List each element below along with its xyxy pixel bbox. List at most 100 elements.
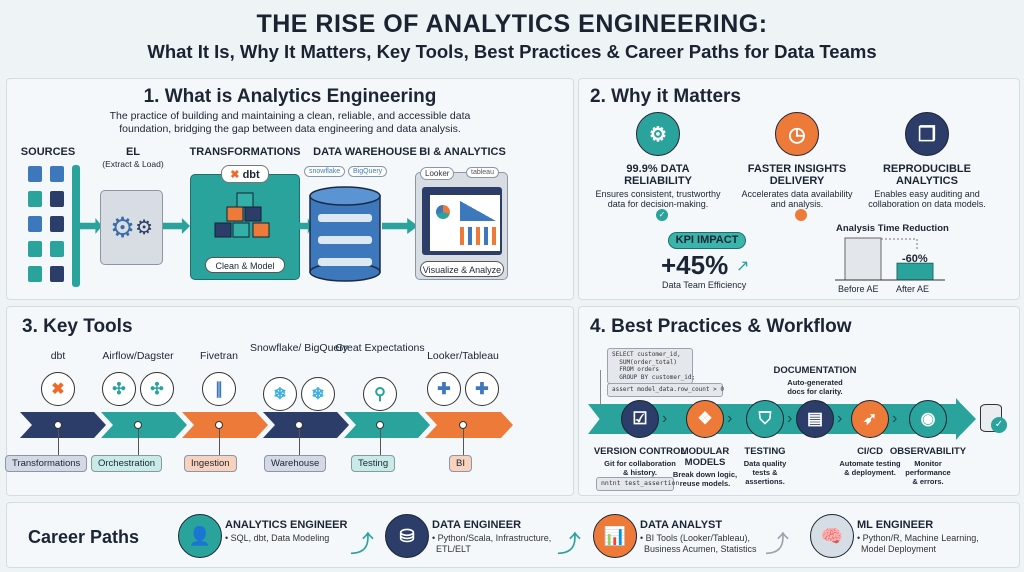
- step-desc: Git for collaboration & history.: [604, 459, 676, 477]
- bi-box: Looker tableau Visualize & Analyze: [415, 167, 508, 280]
- sql-code-snippet: SELECT customer_id, SUM(order_total) FRO…: [607, 348, 695, 384]
- el-label: EL: [125, 146, 141, 158]
- step-title: OBSERVABILITY: [889, 446, 967, 457]
- test-code-snippet: nntnt test_assertion: [596, 477, 679, 491]
- timeline-segment: [182, 412, 268, 438]
- career-skills: • Python/Scala, Infrastructure,: [432, 533, 552, 543]
- pin-line: [219, 429, 220, 455]
- tool-name: Airflow/Dagster: [102, 350, 174, 362]
- visualize-caption: Visualize & Analyze: [420, 261, 504, 277]
- sources-bracket: [72, 165, 80, 287]
- pie-chart-icon: [436, 205, 450, 219]
- source-icon: [28, 216, 42, 232]
- tool-logo-icon: ✚: [427, 372, 461, 406]
- tool-name: Snowflake/ BigQuery: [249, 342, 349, 354]
- tool-name: dbt: [50, 350, 66, 362]
- tool-logo-icon: ✚: [465, 372, 499, 406]
- bar-after-ae: [896, 262, 934, 281]
- eye-icon: ◉: [909, 400, 947, 438]
- transform-box: ✖ dbt Clean & Model: [190, 165, 300, 280]
- dbt-badge: ✖ dbt: [221, 165, 269, 183]
- cubes-icon: [214, 192, 270, 238]
- chevron-right-icon: ›: [837, 410, 843, 427]
- section1-description: The practice of building and maintaining…: [6, 110, 574, 136]
- benefit-desc2: collaboration on data models.: [868, 199, 986, 209]
- step-title: DOCUMENTATION: [773, 365, 857, 376]
- step-desc: Automate testing & deployment.: [839, 459, 901, 477]
- shield-check-icon: ⛉: [746, 400, 784, 438]
- tool-name: Fivetran: [200, 350, 238, 362]
- kpi-value: +45%: [661, 250, 729, 280]
- gears-icon: ⚙⚙: [100, 190, 163, 265]
- curved-arrow-icon: ⤴: [557, 531, 581, 558]
- section3-title: 3. Key Tools: [22, 316, 133, 337]
- x-label-after: After AE: [896, 284, 930, 294]
- career-title: DATA ANALYST: [640, 519, 723, 531]
- source-icon: [50, 166, 64, 182]
- timeline-pin: [54, 421, 62, 429]
- chevron-right-icon: ›: [787, 410, 793, 427]
- database-icon: [309, 186, 381, 282]
- timeline-pin: [215, 421, 223, 429]
- checklist-icon: ☑: [621, 400, 659, 438]
- area-chart-icon: [460, 201, 496, 221]
- timeline-pin: [295, 421, 303, 429]
- source-icon: [28, 191, 42, 207]
- tool-category: Testing: [351, 455, 396, 472]
- benefit-desc1: Enables easy auditing and: [874, 189, 980, 199]
- stopwatch-small-icon: [795, 209, 807, 221]
- section4-title: 4. Best Practices & Workflow: [590, 316, 852, 337]
- pin-line: [138, 429, 139, 455]
- career-skills-2: Model Deployment: [861, 544, 937, 554]
- benefit-title1: 99.9% DATA: [626, 163, 690, 175]
- database-check-icon: ✓: [980, 404, 1007, 433]
- benefit-desc2: and analysis.: [770, 199, 824, 209]
- chevron-right-icon: ›: [892, 410, 898, 427]
- bar-chart-icon: [460, 227, 496, 245]
- section-best-practices: [578, 306, 1020, 496]
- tool-category: Ingestion: [184, 455, 237, 472]
- gear-cycle-icon: ⚙: [636, 112, 680, 156]
- tool-name: Looker/Tableau: [427, 350, 499, 362]
- timeline-segment: [20, 412, 106, 438]
- tool-category: Warehouse: [264, 455, 327, 472]
- person-laptop-icon: 👤: [178, 514, 222, 558]
- step-desc: Auto-generated docs for clarity.: [787, 378, 843, 396]
- source-icon: [28, 166, 42, 182]
- check-icon: ✓: [656, 209, 668, 221]
- chevron-right-icon: ›: [662, 410, 668, 427]
- bigquery-badge: BigQuery: [348, 166, 388, 177]
- chart-title: Analysis Time Reduction: [836, 223, 949, 234]
- bi-label: BI & ANALYTICS: [419, 146, 506, 158]
- section2-title: 2. Why it Matters: [590, 86, 741, 107]
- step-desc: Data quality tests & assertions.: [743, 459, 787, 486]
- step-title: VERSION CONTROL: [593, 446, 687, 457]
- reduction-chart: [835, 237, 945, 281]
- main-title: THE RISE OF ANALYTICS ENGINEERING:: [256, 10, 768, 38]
- tool-category: Orchestration: [91, 455, 163, 472]
- step-title: TESTING: [744, 446, 786, 457]
- benefit-title2: RELIABILITY: [624, 175, 692, 187]
- career-skills-2: Business Acumen, Statistics: [644, 544, 757, 554]
- warehouse-label: DATA WAREHOUSE: [313, 146, 417, 158]
- step-title: CI/CD: [857, 446, 883, 457]
- sources-label: SOURCES: [20, 146, 76, 158]
- assert-code-snippet: assert model_data.row_count > 0: [607, 383, 724, 397]
- curved-arrow-icon: ⤴: [350, 531, 374, 558]
- curved-arrow-icon: ⤴: [765, 531, 789, 558]
- rocket-icon: ➶: [851, 400, 889, 438]
- career-skills: • SQL, dbt, Data Modeling: [225, 533, 330, 543]
- benefit-desc1: Accelerates data availability: [741, 189, 853, 199]
- timeline-segment: [425, 412, 513, 438]
- timeline-segment: [344, 412, 430, 438]
- step-desc: Monitor performance & errors.: [905, 459, 951, 486]
- document-icon: ▤: [796, 400, 834, 438]
- source-icon: [50, 191, 64, 207]
- source-icon: [28, 241, 42, 257]
- timeline-pin: [459, 421, 467, 429]
- tool-logo-icon: ✖: [41, 372, 75, 406]
- tool-logo-icon: ✣: [140, 372, 174, 406]
- benefit-desc2: data for decision-making.: [607, 199, 709, 209]
- benefit-title2: DELIVERY: [769, 175, 825, 187]
- brain-icon: 🧠: [810, 514, 854, 558]
